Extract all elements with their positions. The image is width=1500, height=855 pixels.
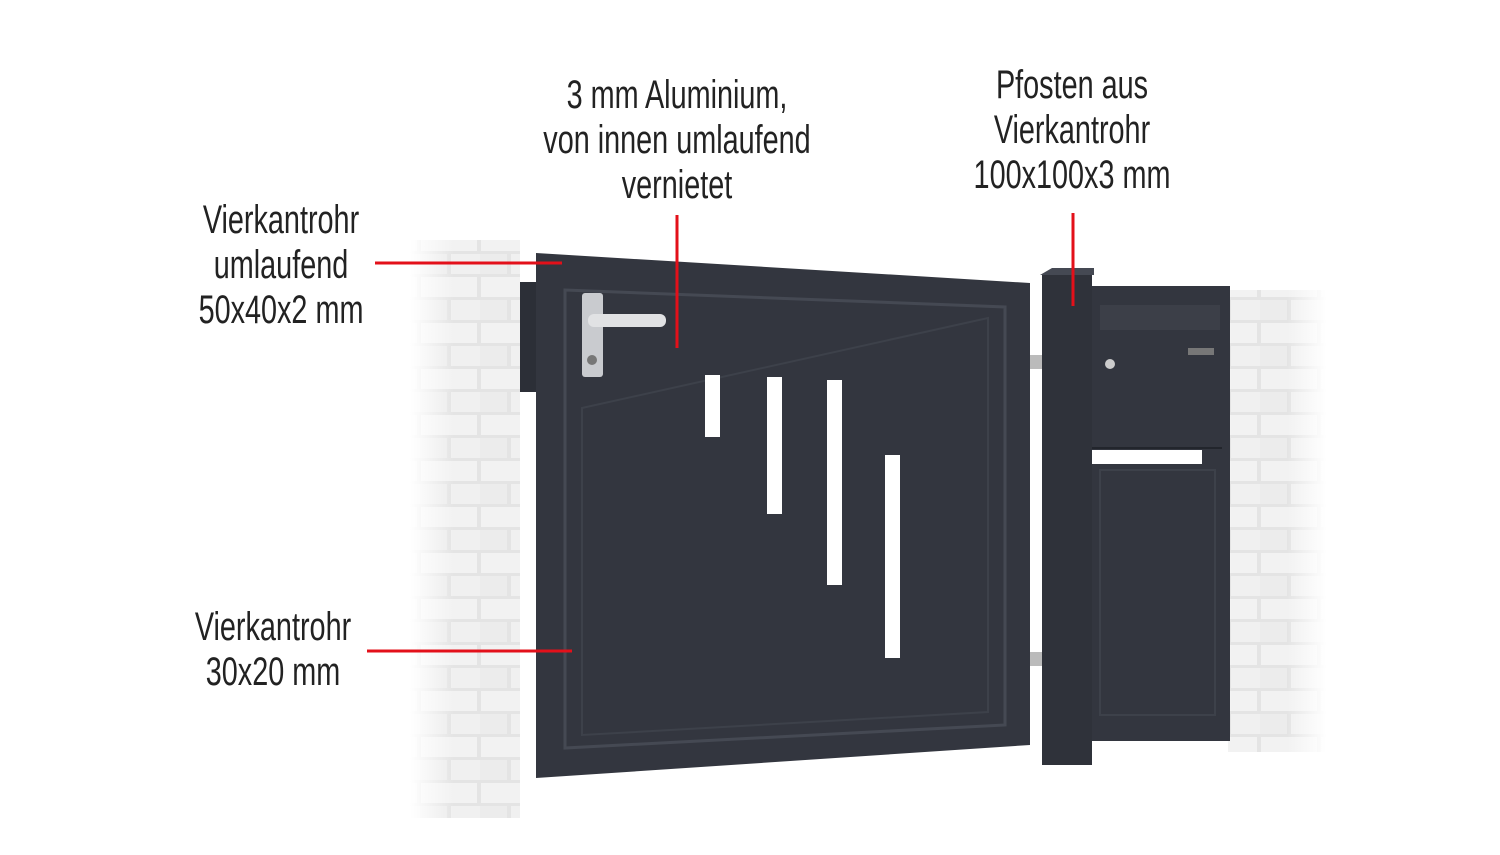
slot-1 <box>705 375 720 437</box>
label-line: umlaufend <box>213 243 349 287</box>
right-brick-pillar <box>1228 290 1326 752</box>
slot-3 <box>827 380 842 585</box>
label-line: Vierkantrohr <box>202 198 360 242</box>
slot-2 <box>767 377 782 514</box>
label-line: 30x20 mm <box>205 650 341 694</box>
inner-frame-callout-label: Vierkantrohr 30x20 mm <box>195 605 351 695</box>
frame-callout-label: Vierkantrohr umlaufend 50x40x2 mm <box>199 198 364 333</box>
post-callout-label: Pfosten aus Vierkantrohr 100x100x3 mm <box>974 63 1171 198</box>
label-line: 100x100x3 mm <box>973 153 1171 197</box>
label-line: vernietet <box>621 163 733 207</box>
label-line: Vierkantrohr <box>993 108 1151 152</box>
label-line: Pfosten aus <box>995 63 1149 107</box>
callout-lines <box>367 213 1075 653</box>
slot-4 <box>885 455 900 658</box>
left-brick-pillar <box>410 240 520 818</box>
post <box>1040 268 1094 765</box>
label-line: 50x40x2 mm <box>198 288 364 332</box>
label-line: von innen umlaufend <box>543 118 811 162</box>
door-handle <box>582 293 666 377</box>
gate-leaf <box>520 253 1030 778</box>
mailbox-panel <box>1092 286 1230 741</box>
label-line: 3 mm Aluminium, <box>566 73 788 117</box>
panel-callout-label: 3 mm Aluminium, von innen umlaufend vern… <box>543 73 810 208</box>
label-line: Vierkantrohr <box>194 605 352 649</box>
